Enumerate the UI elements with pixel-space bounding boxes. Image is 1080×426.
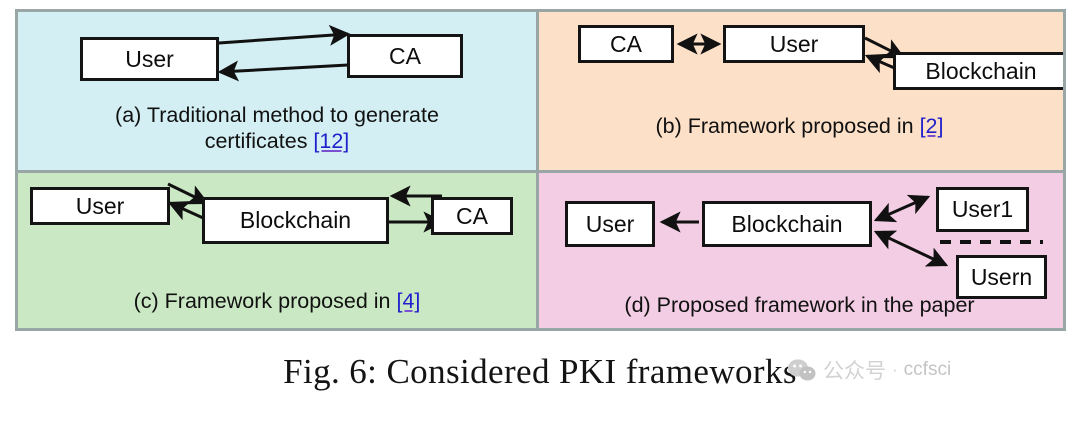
panel-a: User CA (a) Traditional method to genera… (18, 12, 536, 170)
node-user1-d[interactable]: User1 (936, 187, 1029, 232)
node-label: CA (456, 202, 488, 229)
node-usern-d[interactable]: Usern (956, 255, 1047, 299)
panel-divider-horizontal (18, 170, 1063, 173)
citation-link-2[interactable]: [2] (919, 114, 944, 138)
node-label: User (769, 30, 819, 57)
panel-c-caption-line1: (c) Framework proposed in [4] (18, 288, 536, 314)
citation-link-4[interactable]: [4] (396, 289, 421, 313)
panel-a-arrows (217, 24, 351, 82)
node-blockchain-d[interactable]: Blockchain (702, 201, 872, 247)
panel-b-caption-line1: (b) Framework proposed in [2] (536, 113, 1063, 139)
node-label: User1 (951, 196, 1014, 222)
node-label: User (75, 192, 125, 219)
node-ca-c[interactable]: CA (431, 197, 513, 235)
panel-d-arrows (659, 194, 1043, 267)
panel-a-caption-text: certificates (204, 129, 314, 153)
panel-b: CA User Blockchain (b) Framework propose… (536, 12, 1063, 170)
panel-d: User Blockchain User1 Usern (d) Proposed… (536, 170, 1063, 328)
panel-a-caption-line2: certificates [12] (18, 128, 536, 154)
node-label: User (125, 45, 174, 72)
node-user-c[interactable]: User (30, 187, 170, 225)
figure-frame: User CA (a) Traditional method to genera… (15, 9, 1066, 331)
node-label: CA (610, 30, 642, 57)
node-label: CA (389, 42, 421, 69)
node-ca-a[interactable]: CA (347, 34, 463, 78)
node-label: Usern (970, 263, 1033, 290)
figure-caption: Fig. 6: Considered PKI frameworks (283, 352, 797, 391)
panel-c-caption: (c) Framework proposed in [4] (18, 288, 536, 314)
node-ca-b[interactable]: CA (578, 25, 674, 63)
node-label: User (585, 210, 635, 237)
node-blockchain-b[interactable]: Blockchain (893, 52, 1063, 90)
panel-d-caption-line1: (d) Proposed framework in the paper (624, 293, 975, 317)
panel-a-caption: (a) Traditional method to generate certi… (18, 102, 536, 154)
panel-b-caption: (b) Framework proposed in [2] (536, 113, 1063, 139)
node-label: Blockchain (239, 207, 352, 233)
panel-a-caption-line1: (a) Traditional method to generate (115, 103, 439, 127)
panel-d-caption: (d) Proposed framework in the paper (536, 292, 1063, 318)
node-label: Blockchain (731, 210, 843, 237)
panel-c-caption-text: (c) Framework proposed in (133, 289, 397, 313)
node-user-b[interactable]: User (723, 25, 865, 63)
node-label: Blockchain (925, 57, 1037, 84)
panel-c: User Blockchain CA (c) Framework propose… (18, 170, 536, 328)
panel-b-caption-text: (b) Framework proposed in (655, 114, 920, 138)
node-user-d[interactable]: User (565, 201, 655, 247)
node-user-a[interactable]: User (80, 37, 219, 81)
citation-link-12[interactable]: [12] (313, 129, 350, 153)
node-blockchain-c[interactable]: Blockchain (202, 197, 389, 244)
